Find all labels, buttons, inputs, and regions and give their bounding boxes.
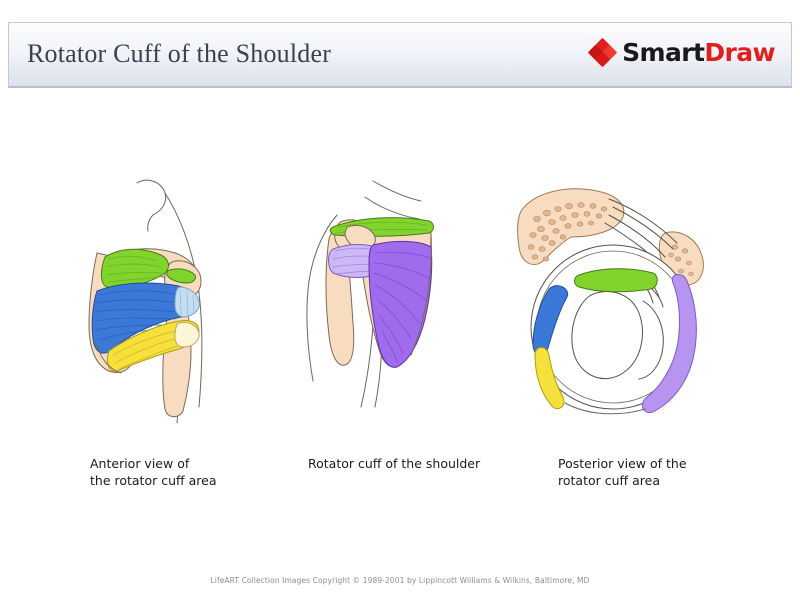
rotator-cuff-illustration	[306, 180, 434, 408]
brand-wordmark: SmartDraw	[622, 38, 775, 67]
page-title: Rotator Cuff of the Shoulder	[27, 39, 332, 68]
caption-line-2: rotator cuff area	[558, 473, 660, 488]
header-bar: Rotator Cuff of the Shoulder SmartDraw	[8, 22, 792, 88]
anterior-view-illustration	[88, 179, 203, 424]
copyright-credit: LifeART Collection Images Copyright © 19…	[210, 576, 590, 585]
brand-smart-text: Smart	[622, 38, 705, 67]
tendon-infraspinatus	[642, 274, 697, 413]
caption-line-1: Anterior view of	[90, 456, 190, 471]
tendon-supraspinatus	[574, 268, 658, 293]
caption-rotator-cuff: Rotator cuff of the shoulder	[308, 455, 518, 472]
smartdraw-logo[interactable]: SmartDraw	[587, 37, 776, 68]
caption-line-1: Posterior view of the	[558, 456, 687, 471]
muscle-supraspinatus-insertion	[166, 268, 196, 284]
smartdraw-diamond-icon	[587, 37, 617, 68]
caption-posterior-view: Posterior view of the rotator cuff area	[558, 455, 758, 489]
figure-anterior-view	[75, 175, 290, 435]
figure-rotator-cuff	[285, 175, 500, 435]
brand-draw-text: Draw	[704, 38, 775, 67]
posterior-view-illustration	[517, 188, 704, 415]
caption-line-2: the rotator cuff area	[90, 473, 217, 488]
illustration-group	[0, 175, 800, 435]
tendon-teres-minor	[534, 347, 565, 410]
caption-anterior-view: Anterior view of the rotator cuff area	[90, 455, 280, 489]
figure-posterior-view	[505, 175, 730, 435]
caption-line-1: Rotator cuff of the shoulder	[308, 456, 481, 471]
